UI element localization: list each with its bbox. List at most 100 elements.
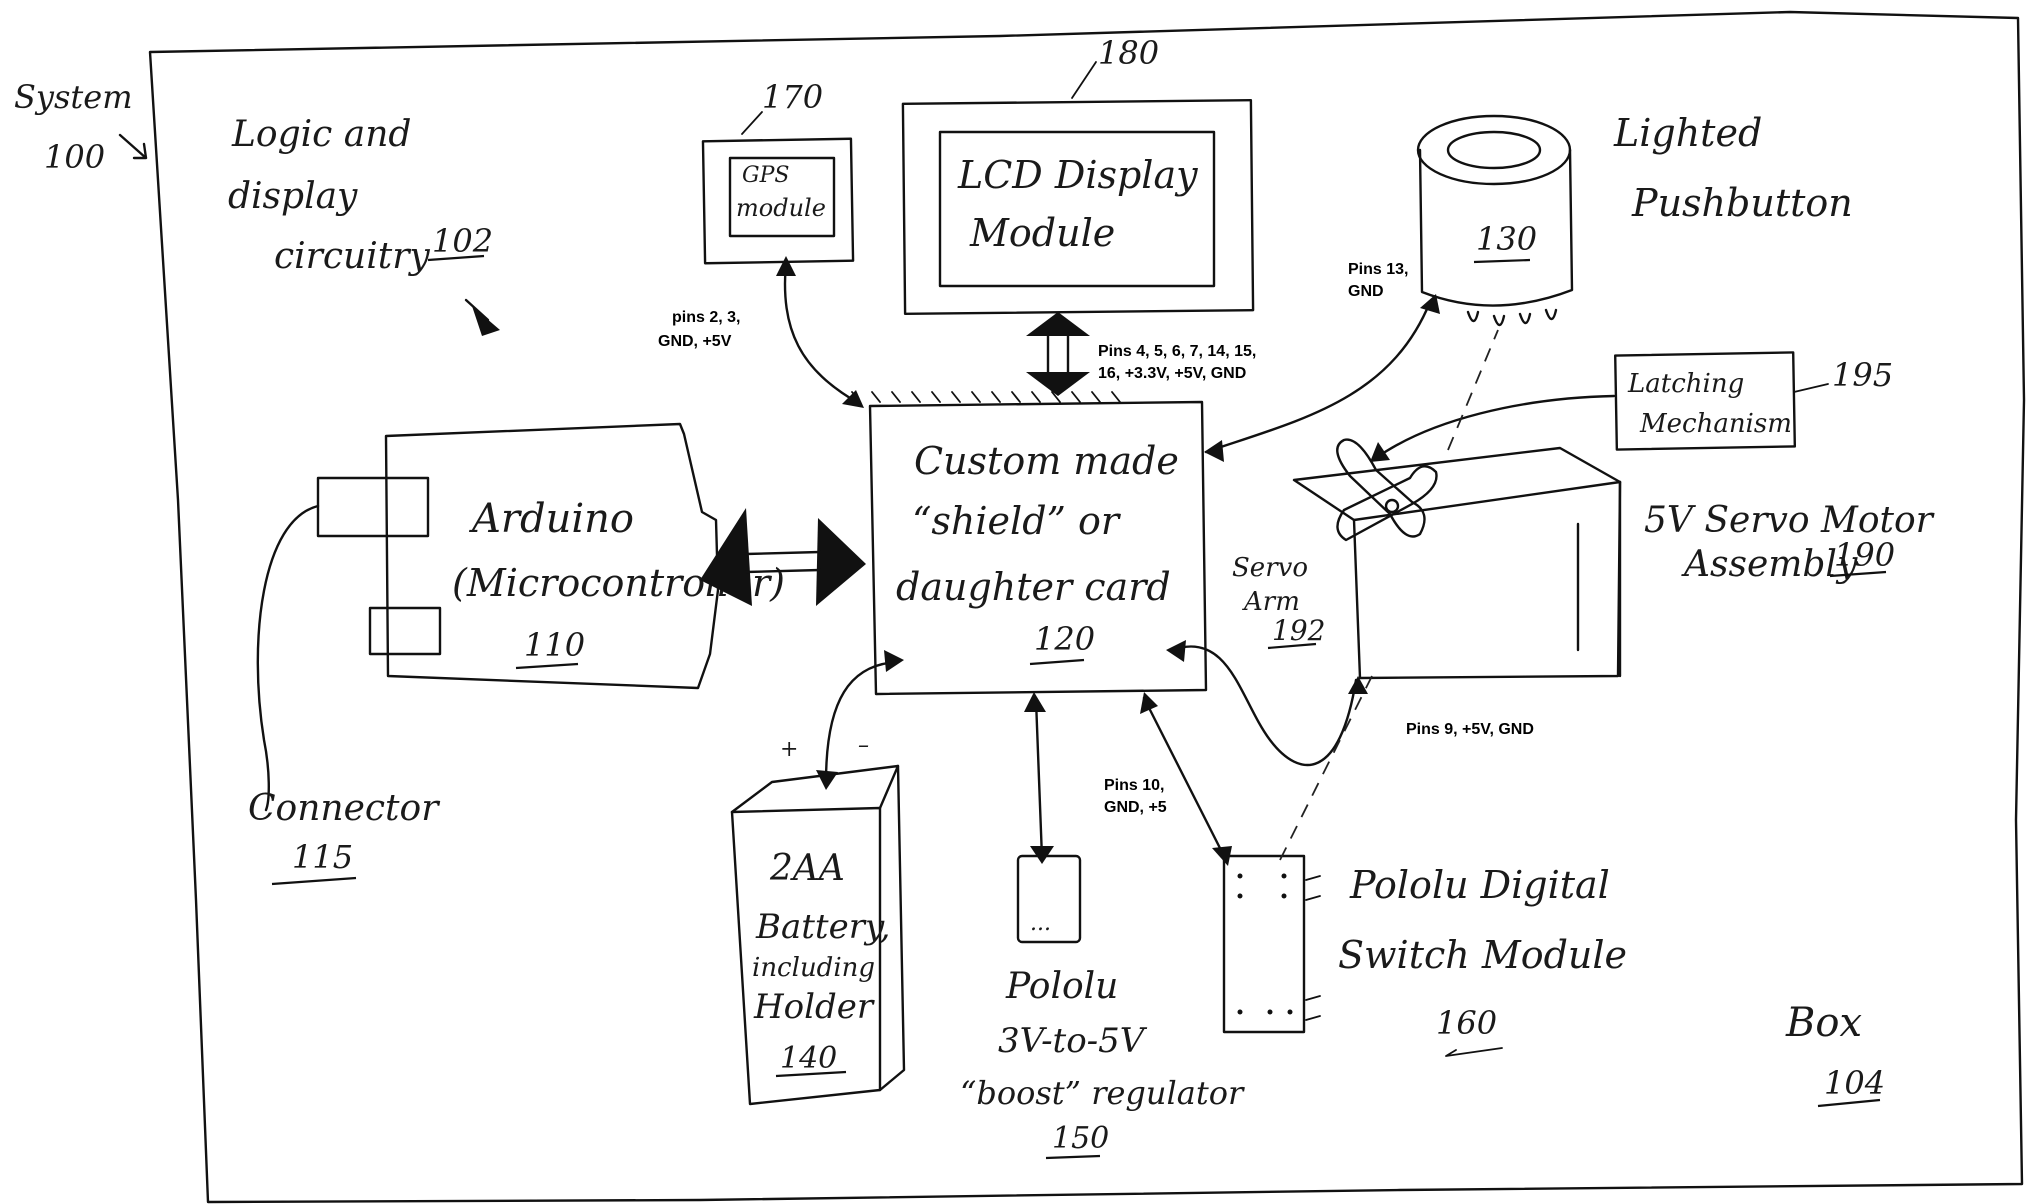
lcd-line2: Module bbox=[969, 211, 1115, 255]
arduino-left-arrowhead-icon bbox=[700, 508, 752, 606]
pins-button-line1: Pins 13, bbox=[1348, 261, 1408, 278]
servo-ref: 190 bbox=[1834, 536, 1895, 574]
box-label: Box bbox=[1785, 1000, 1862, 1046]
battery-plus: + bbox=[780, 737, 798, 762]
regulator-arrowhead-down-icon bbox=[1030, 846, 1054, 864]
servo-arm-line2: Arm bbox=[1242, 587, 1300, 617]
pins-gps-line2: GND, +5V bbox=[658, 333, 732, 350]
logic-line3: circuitry bbox=[274, 236, 430, 277]
pushbutton-ref: 130 bbox=[1476, 220, 1537, 258]
lcd-connection bbox=[1026, 312, 1090, 396]
lcd-ref: 180 bbox=[1098, 34, 1159, 72]
servo-arm-icon bbox=[1336, 438, 1438, 542]
pins-button-line2: GND bbox=[1348, 283, 1384, 300]
digital-switch-module: Pololu Digital Switch Module 160 bbox=[1222, 854, 1627, 1057]
servo-line2: Assembly bbox=[1681, 544, 1858, 585]
pins-lcd-line2: 16, +3.3V, +5V, GND bbox=[1098, 365, 1246, 382]
servo-arrowhead-icon bbox=[1166, 640, 1186, 662]
gps-line2: module bbox=[736, 194, 826, 222]
latch-connection bbox=[1370, 394, 1616, 462]
system-label-group: System 100 bbox=[14, 78, 148, 176]
battery-line4: Holder bbox=[753, 987, 875, 1027]
logic-arrow-icon bbox=[472, 306, 500, 336]
servo-connection bbox=[1166, 640, 1368, 767]
logic-label-group: Logic and display circuitry 102 bbox=[228, 114, 500, 336]
latch-ref: 195 bbox=[1832, 356, 1893, 394]
shield-ref: 120 bbox=[1034, 620, 1095, 658]
logic-line2: display bbox=[228, 176, 358, 217]
lcd-arrowhead-down-icon bbox=[1026, 372, 1090, 396]
latch-arrowhead-icon bbox=[1370, 442, 1390, 462]
pins-switch-line1: Pins 10, bbox=[1104, 777, 1164, 794]
servo-motor: 5V Servo Motor Assembly 190 Servo Arm 19… bbox=[1232, 438, 1935, 680]
system-ref: 100 bbox=[44, 138, 105, 176]
regulator-dots: ... bbox=[1030, 911, 1051, 936]
pushbutton-line1: Lighted bbox=[1613, 111, 1762, 155]
gps-connection bbox=[776, 256, 864, 408]
connector-group: Connector 115 bbox=[248, 504, 440, 886]
gps-ref: 170 bbox=[762, 78, 823, 116]
latching-mechanism: Latching Mechanism 195 bbox=[1614, 351, 1893, 451]
outer-box bbox=[148, 10, 2026, 1204]
regulator-ref: 150 bbox=[1052, 1121, 1109, 1156]
switch-line1: Pololu Digital bbox=[1349, 863, 1610, 907]
shield-line3: daughter card bbox=[896, 565, 1171, 609]
shield-card: Custom made “shield” or daughter card 12… bbox=[851, 391, 1208, 696]
gps-arrowhead-up-icon bbox=[776, 256, 796, 276]
pin-labels: pins 2, 3, GND, +5V Pins 4, 5, 6, 7, 14,… bbox=[658, 261, 1534, 816]
arduino-ref: 110 bbox=[524, 626, 585, 664]
connector-ref: 115 bbox=[292, 838, 353, 876]
switch-line2: Switch Module bbox=[1338, 933, 1627, 977]
button-arrowhead-up-icon bbox=[1420, 294, 1440, 314]
connector-label: Connector bbox=[248, 788, 440, 829]
servo-arm-line1: Servo bbox=[1232, 553, 1308, 583]
battery-arrowhead-down-icon bbox=[816, 770, 838, 790]
switch-arrowhead-down-icon bbox=[1212, 846, 1232, 866]
shield-line1: Custom made bbox=[914, 439, 1179, 483]
arduino-board: Arduino (Microcontroller) 110 bbox=[316, 422, 866, 690]
battery-ref: 140 bbox=[780, 1041, 837, 1076]
battery-holder: 2AA Battery, including Holder 140 + – bbox=[730, 733, 906, 1106]
pins-servo: Pins 9, +5V, GND bbox=[1406, 721, 1534, 738]
battery-arrowhead-up-icon bbox=[884, 650, 904, 672]
logic-line1: Logic and bbox=[231, 114, 411, 155]
lcd-line1: LCD Display bbox=[957, 153, 1198, 197]
regulator-line2: 3V-to-5V bbox=[998, 1021, 1148, 1061]
servo-line1: 5V Servo Motor bbox=[1644, 500, 1935, 541]
lcd-arrowhead-up-icon bbox=[1026, 312, 1090, 336]
gps-module: GPS module 170 bbox=[701, 78, 855, 265]
button-connection bbox=[1204, 294, 1440, 462]
pins-switch-line2: GND, +5 bbox=[1104, 799, 1167, 816]
servo-arm-ref: 192 bbox=[1272, 614, 1325, 647]
battery-connection bbox=[816, 650, 904, 790]
switch-dashed-line bbox=[1279, 675, 1373, 861]
switch-ref: 160 bbox=[1436, 1004, 1497, 1042]
latch-line2: Mechanism bbox=[1639, 409, 1792, 439]
regulator-connection bbox=[1024, 692, 1054, 864]
pushbutton-line2: Pushbutton bbox=[1631, 181, 1853, 225]
regulator-arrowhead-up-icon bbox=[1024, 692, 1046, 712]
gps-arrowhead-down-icon bbox=[842, 390, 864, 408]
system-label: System bbox=[14, 78, 133, 116]
arduino-right-arrowhead-icon bbox=[816, 518, 866, 606]
button-dashed-line bbox=[1447, 329, 1499, 451]
switch-connection bbox=[1140, 692, 1232, 866]
system-arrow-icon bbox=[118, 133, 148, 160]
battery-line2: Battery, bbox=[755, 907, 890, 947]
button-arrowhead-down-icon bbox=[1204, 440, 1224, 462]
gps-line1: GPS bbox=[742, 163, 789, 188]
boost-regulator: ... Pololu 3V-to-5V “boost” regulator 15… bbox=[960, 854, 1245, 1160]
pins-lcd-line1: Pins 4, 5, 6, 7, 14, 15, bbox=[1098, 343, 1256, 360]
battery-line1: 2AA bbox=[769, 848, 845, 889]
box-ref: 104 bbox=[1824, 1064, 1885, 1102]
arduino-line1: Arduino bbox=[468, 496, 634, 542]
logic-ref-underline bbox=[427, 254, 485, 262]
battery-line3: including bbox=[752, 953, 875, 983]
lighted-pushbutton: 130 Lighted Pushbutton bbox=[1416, 111, 1853, 327]
logic-ref: 102 bbox=[432, 222, 493, 260]
lcd-module: LCD Display Module 180 bbox=[901, 34, 1255, 316]
switch-arrowhead-up-icon bbox=[1140, 692, 1158, 714]
latch-line1: Latching bbox=[1627, 369, 1744, 399]
regulator-line1: Pololu bbox=[1005, 966, 1118, 1007]
